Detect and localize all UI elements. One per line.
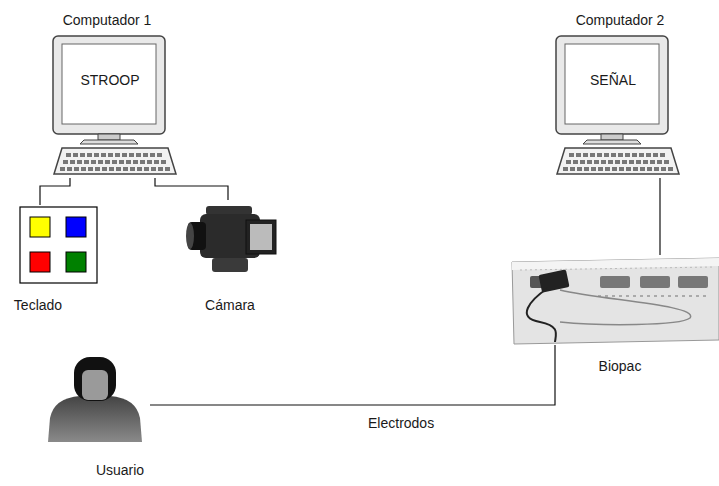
biopac-illustration xyxy=(512,258,719,344)
keypad-frame xyxy=(20,207,97,283)
part-label: Biopac xyxy=(599,358,642,375)
green-key xyxy=(66,252,86,272)
connector-line xyxy=(40,178,70,205)
yellow-key xyxy=(30,217,50,237)
screen-text: STROOP xyxy=(80,72,139,89)
edge-label: Electrodos xyxy=(365,415,437,432)
computer-title: Computador 1 xyxy=(63,12,152,29)
keypad-node: Teclado xyxy=(8,205,100,310)
blue-key xyxy=(66,217,86,237)
computer-illustration xyxy=(53,36,176,174)
computer-node: Computador 2 SEÑAL xyxy=(548,8,678,178)
camera-node: Cámara xyxy=(188,200,280,310)
computer-node: Computador 1 STROOP xyxy=(45,8,175,178)
part-label: Teclado xyxy=(14,297,62,314)
computer-illustration xyxy=(556,36,679,174)
biopac-node: Biopac xyxy=(510,255,719,345)
connector-line xyxy=(150,345,555,405)
red-key xyxy=(30,252,50,272)
part-label: Cámara xyxy=(205,297,255,314)
computer-title: Computador 2 xyxy=(576,12,665,29)
connector-line xyxy=(659,178,660,255)
user-node: Usuario xyxy=(45,355,150,480)
part-label: Usuario xyxy=(96,462,144,479)
screen-text: SEÑAL xyxy=(590,72,636,89)
camera-illustration xyxy=(186,206,276,272)
user-illustration xyxy=(48,357,142,442)
keypad-illustration xyxy=(20,207,97,283)
connector-line xyxy=(155,178,228,200)
